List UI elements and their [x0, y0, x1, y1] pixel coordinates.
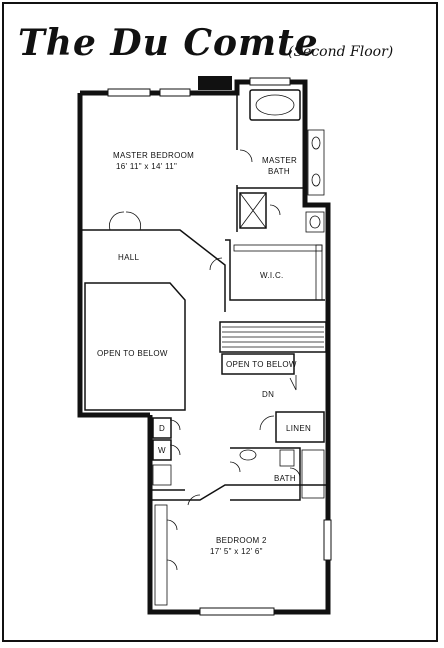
master-bath-label-2: BATH: [268, 167, 290, 176]
exterior-wall-upper: [77, 93, 150, 418]
dn-label: DN: [262, 390, 274, 399]
bath-toilet: [279, 449, 295, 467]
open-below-right-rail: [221, 353, 295, 375]
bedroom2-wall: [150, 484, 328, 501]
wic-shelf-side: [315, 244, 323, 301]
dryer-label: D: [159, 424, 165, 433]
vanity: [307, 129, 325, 196]
window-bedroom2-side: [323, 519, 332, 561]
master-bedroom-size: 16' 11" x 14' 11": [116, 162, 177, 171]
shower: [239, 192, 267, 229]
plan-title: The Du Comte: [18, 22, 319, 64]
window-bedroom2: [199, 607, 275, 616]
wic-wall: [225, 239, 325, 301]
sink-1: [311, 136, 321, 150]
chimney: [198, 76, 232, 90]
laundry-sink: [152, 464, 172, 486]
window-master-2: [159, 88, 191, 97]
bedroom2-closet: [154, 504, 168, 606]
wic-shelf: [233, 244, 323, 252]
hall-label: HALL: [118, 253, 139, 262]
page-frame: [2, 2, 438, 642]
shower-x2: [239, 192, 267, 229]
bath-label: BATH: [274, 474, 296, 483]
linen-label: LINEN: [286, 424, 311, 433]
exterior-wall-top: [80, 79, 331, 500]
wic-label: W.I.C.: [260, 271, 284, 280]
exterior-wall-lower: [147, 415, 331, 615]
washer-box: [152, 439, 172, 461]
master-bedroom-label: MASTER BEDROOM: [113, 151, 194, 160]
window-bath: [249, 77, 291, 86]
master-toilet: [305, 211, 325, 233]
bath-sink: [239, 449, 257, 461]
bathtub: [249, 89, 301, 121]
open-below-left-rail: [84, 282, 186, 411]
bedroom2-size: 17' 5" x 12' 6": [210, 547, 263, 556]
master-toilet-bowl: [309, 215, 321, 229]
open-below-right-label: OPEN TO BELOW: [226, 360, 297, 369]
master-bedroom-wall: [80, 229, 226, 312]
sink-2: [311, 173, 321, 187]
master-bath-label-1: MASTER: [262, 156, 297, 165]
door-swings: [109, 149, 301, 571]
dryer-box: [152, 417, 172, 439]
bathtub-basin: [255, 94, 295, 116]
bath-wall-2: [230, 447, 301, 501]
open-below-left-label: OPEN TO BELOW: [97, 349, 168, 358]
bedroom2-label: BEDROOM 2: [216, 536, 267, 545]
plan-subtitle: (Second Floor): [288, 44, 394, 60]
stairs: [219, 321, 327, 353]
linen-closet: [275, 411, 325, 443]
washer-label: W: [158, 446, 166, 455]
bath-tub-2: [301, 449, 325, 499]
stair-treads: [222, 326, 324, 348]
dn-arrow: [289, 375, 297, 391]
window-master-1: [107, 88, 151, 97]
